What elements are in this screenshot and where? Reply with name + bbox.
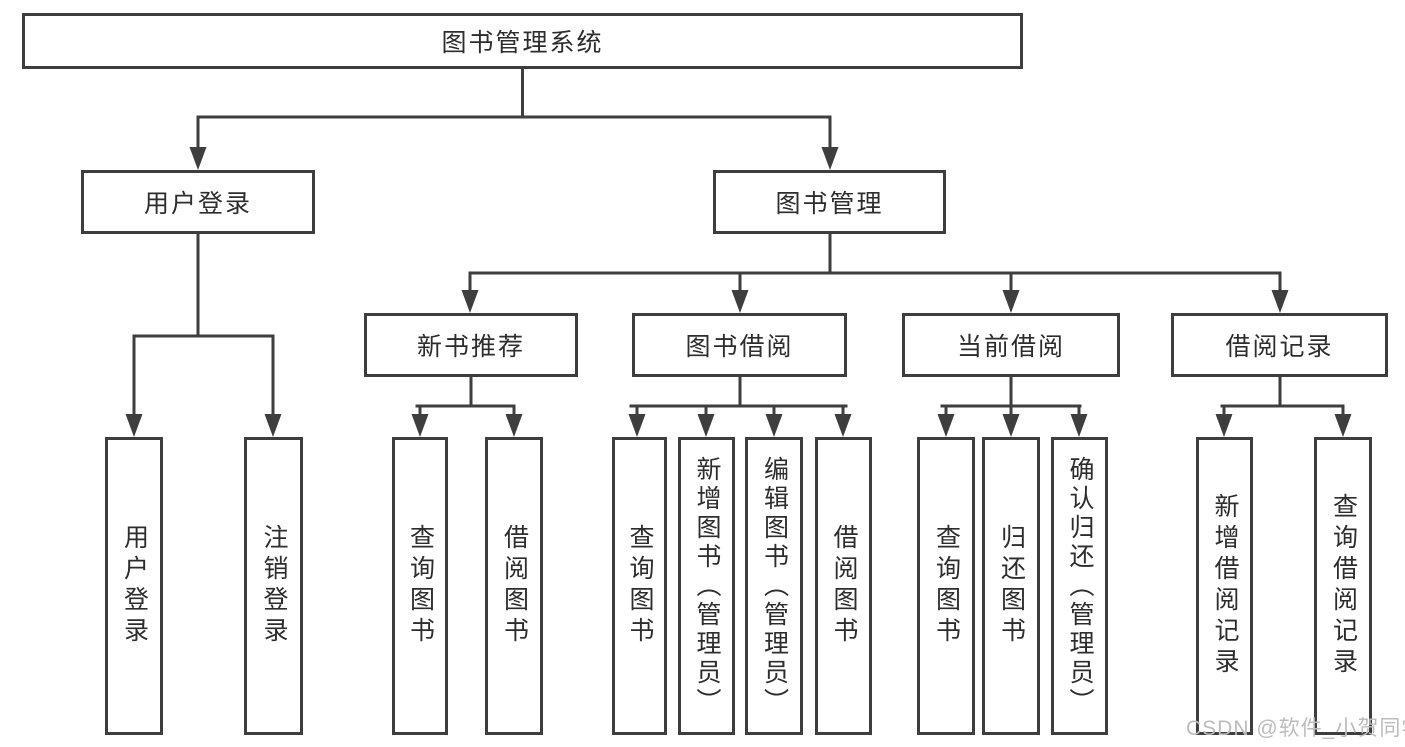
node-borrow-records: 借阅记录 [1171, 313, 1388, 377]
node-label: 编辑图书（管理员） [760, 455, 789, 717]
node-label: 用户登录 [143, 190, 252, 218]
leaf-query-books-current: 查询图书 [917, 437, 975, 735]
node-library-management-system: 图书管理系统 [22, 13, 1023, 69]
leaf-edit-books-admin: 编辑图书（管理员） [745, 437, 803, 735]
node-label: 查询图书 [406, 524, 435, 648]
leaf-confirm-return-admin: 确认归还（管理员） [1051, 437, 1108, 735]
node-label: 新书推荐 [416, 333, 525, 361]
csdn-watermark: CSDN @软件_小贺同学 [1186, 717, 1405, 740]
leaf-borrow-books-recommend: 借阅图书 [485, 437, 543, 735]
node-label: 借阅图书 [500, 524, 529, 648]
leaf-add-books-admin: 新增图书（管理员） [678, 437, 735, 735]
node-label: 新增图书（管理员） [693, 455, 721, 717]
node-label: 注销登录 [260, 524, 288, 648]
node-label: 用户登录 [120, 524, 149, 648]
node-current-borrow: 当前借阅 [902, 313, 1120, 377]
node-new-book-recommend: 新书推荐 [364, 313, 578, 377]
node-label: 图书借阅 [685, 333, 794, 361]
node-label: 新增借阅记录 [1211, 493, 1239, 679]
node-label: 借阅图书 [830, 524, 858, 648]
node-user-login-branch: 用户登录 [81, 170, 315, 234]
leaf-query-books-recommend: 查询图书 [392, 437, 448, 735]
node-book-borrow: 图书借阅 [632, 313, 847, 377]
leaf-borrow-books: 借阅图书 [815, 437, 872, 735]
node-label: 查询图书 [932, 524, 961, 648]
leaf-return-books: 归还图书 [982, 437, 1040, 735]
leaf-query-books-borrow: 查询图书 [612, 437, 667, 735]
leaf-add-borrow-record: 新增借阅记录 [1196, 437, 1253, 735]
leaf-logout: 注销登录 [244, 437, 303, 735]
leaf-query-borrow-record: 查询借阅记录 [1314, 437, 1372, 735]
node-label: 查询图书 [626, 524, 654, 648]
node-label: 归还图书 [997, 524, 1026, 648]
node-label: 当前借阅 [956, 333, 1065, 361]
node-book-management-branch: 图书管理 [713, 170, 946, 234]
leaf-user-login: 用户登录 [105, 437, 163, 735]
node-label: 图书管理系统 [441, 29, 604, 57]
node-label: 确认归还（管理员） [1066, 455, 1094, 717]
node-label: 借阅记录 [1225, 333, 1334, 361]
node-label: 图书管理 [775, 190, 884, 218]
node-label: 查询借阅记录 [1329, 493, 1358, 679]
